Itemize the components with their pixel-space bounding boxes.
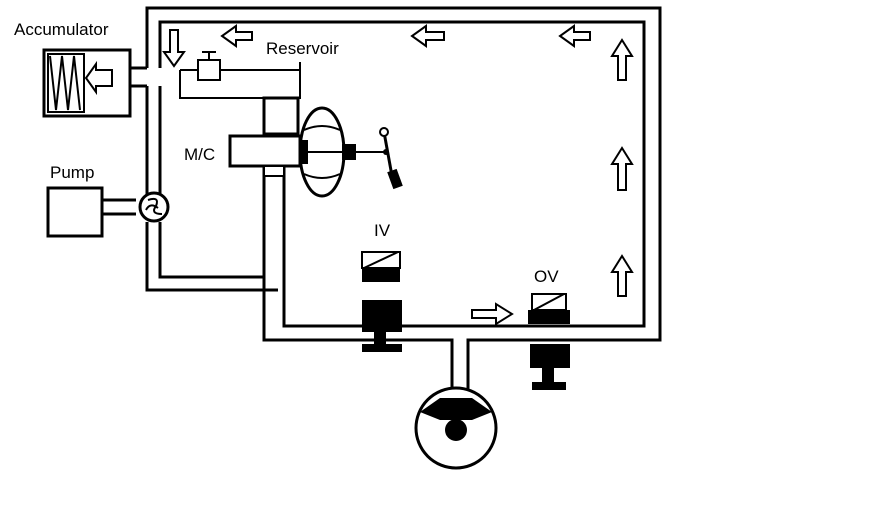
impeller-icon <box>138 191 170 223</box>
hollow-arrow <box>410 24 445 48</box>
reservoir-label: Reservoir <box>266 39 339 58</box>
hollow-arrow <box>610 254 634 297</box>
solenoid-valve-icon <box>361 251 401 282</box>
spring-icon <box>49 55 81 111</box>
brake-pedal-icon <box>356 127 403 190</box>
hollow-arrow <box>471 302 514 326</box>
return-loop-pipe <box>145 6 662 392</box>
flow-arrows <box>162 24 634 326</box>
outlet-valve <box>528 293 570 390</box>
solenoid-valve-icon <box>528 293 570 324</box>
inlet-valve <box>361 251 402 352</box>
hollow-arrow <box>558 24 591 48</box>
accumulator-pipe <box>130 66 147 88</box>
reservoir <box>179 51 301 99</box>
wheel-cylinder-icon <box>414 386 498 470</box>
outlet-valve-label: OV <box>534 267 559 286</box>
inlet-valve-label: IV <box>374 221 391 240</box>
hollow-arrow <box>162 29 186 68</box>
vacuum-booster-icon <box>298 106 356 198</box>
hollow-arrow <box>610 38 634 81</box>
accumulator-label: Accumulator <box>14 20 109 39</box>
pump-line-pipe <box>145 86 278 292</box>
master-cylinder <box>228 96 302 177</box>
master-cylinder-label: M/C <box>184 145 215 164</box>
pump-label: Pump <box>50 163 94 182</box>
hollow-arrow <box>610 146 634 191</box>
accumulator <box>42 48 132 118</box>
hollow-arrow <box>220 24 253 48</box>
pump <box>46 186 170 238</box>
